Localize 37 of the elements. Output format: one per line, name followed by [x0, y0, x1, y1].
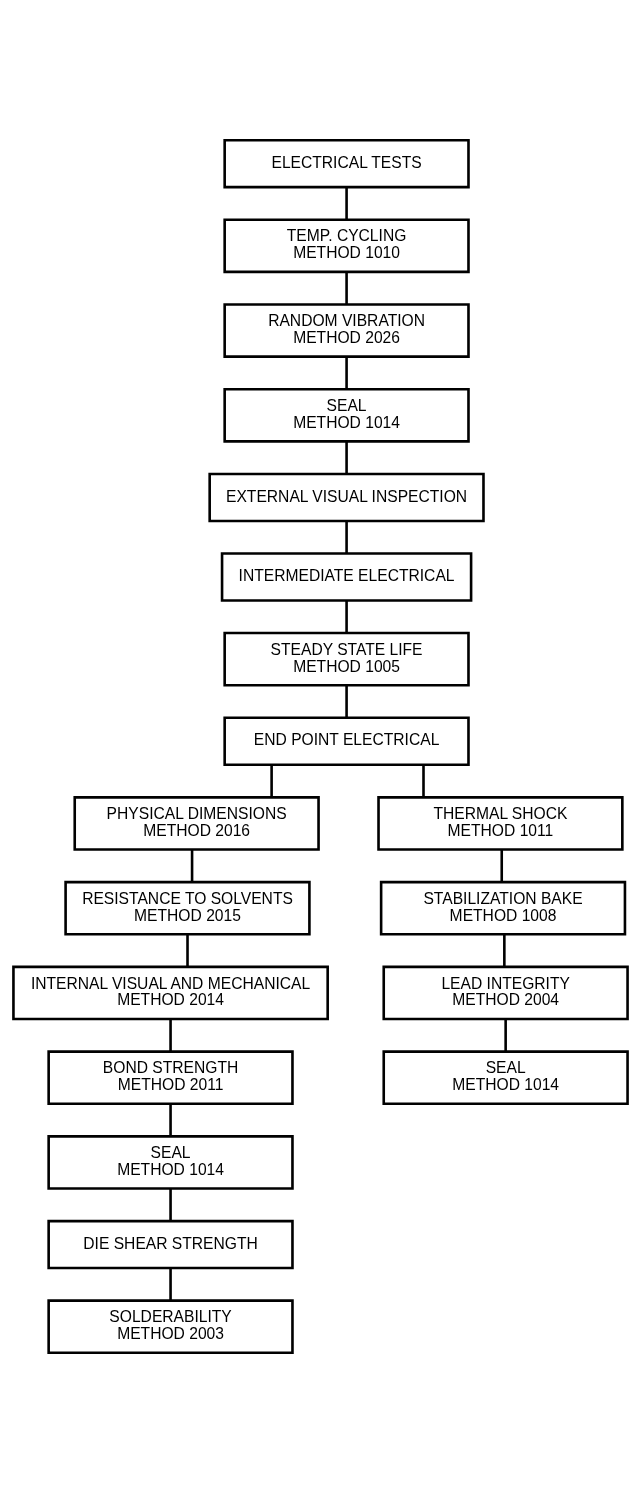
connector — [345, 356, 348, 389]
connector — [345, 600, 348, 633]
node-box: EXTERNAL VISUAL INSPECTION — [208, 472, 485, 523]
node-box: TEMP. CYCLING METHOD 1010 — [223, 218, 470, 274]
node-box: SEAL METHOD 1014 — [47, 1135, 294, 1190]
connector — [190, 849, 194, 882]
connector — [345, 521, 348, 554]
connector — [169, 1268, 172, 1301]
node-box: INTERMEDIATE ELECTRICAL — [220, 552, 473, 602]
connector — [503, 934, 506, 967]
connector — [169, 1019, 172, 1052]
node-box: THERMAL SHOCK METHOD 1011 — [377, 796, 624, 851]
node-box: PHYSICAL DIMENSIONS METHOD 2016 — [73, 796, 320, 851]
node-box: BOND STRENGTH METHOD 2011 — [47, 1050, 294, 1106]
connector — [345, 187, 348, 220]
connector — [186, 934, 189, 967]
node-box: ELECTRICAL TESTS — [223, 138, 470, 189]
node-box: STEADY STATE LIFE METHOD 1005 — [223, 631, 470, 687]
node-box: DIE SHEAR STRENGTH — [47, 1219, 294, 1270]
connector — [345, 272, 348, 304]
node-box: RANDOM VIBRATION METHOD 2026 — [223, 303, 470, 358]
connector — [345, 441, 348, 474]
node-box: SEAL METHOD 1014 — [223, 387, 470, 443]
node-box: LEAD INTEGRITY METHOD 2004 — [382, 965, 629, 1021]
connector — [169, 1188, 172, 1221]
connector — [345, 685, 348, 718]
connector — [169, 1104, 172, 1136]
node-box: SEAL METHOD 1014 — [382, 1050, 629, 1106]
connector — [422, 765, 425, 798]
connector — [270, 765, 273, 798]
node-box: END POINT ELECTRICAL — [223, 716, 470, 767]
node-box: STABILIZATION BAKE METHOD 1008 — [379, 880, 627, 936]
node-box: RESISTANCE TO SOLVENTS METHOD 2015 — [64, 880, 311, 936]
connector — [504, 1019, 507, 1052]
node-box: SOLDERABILITY METHOD 2003 — [47, 1299, 294, 1355]
node-box: INTERNAL VISUAL AND MECHANICAL METHOD 2014 — [12, 965, 329, 1021]
connector — [500, 849, 504, 882]
